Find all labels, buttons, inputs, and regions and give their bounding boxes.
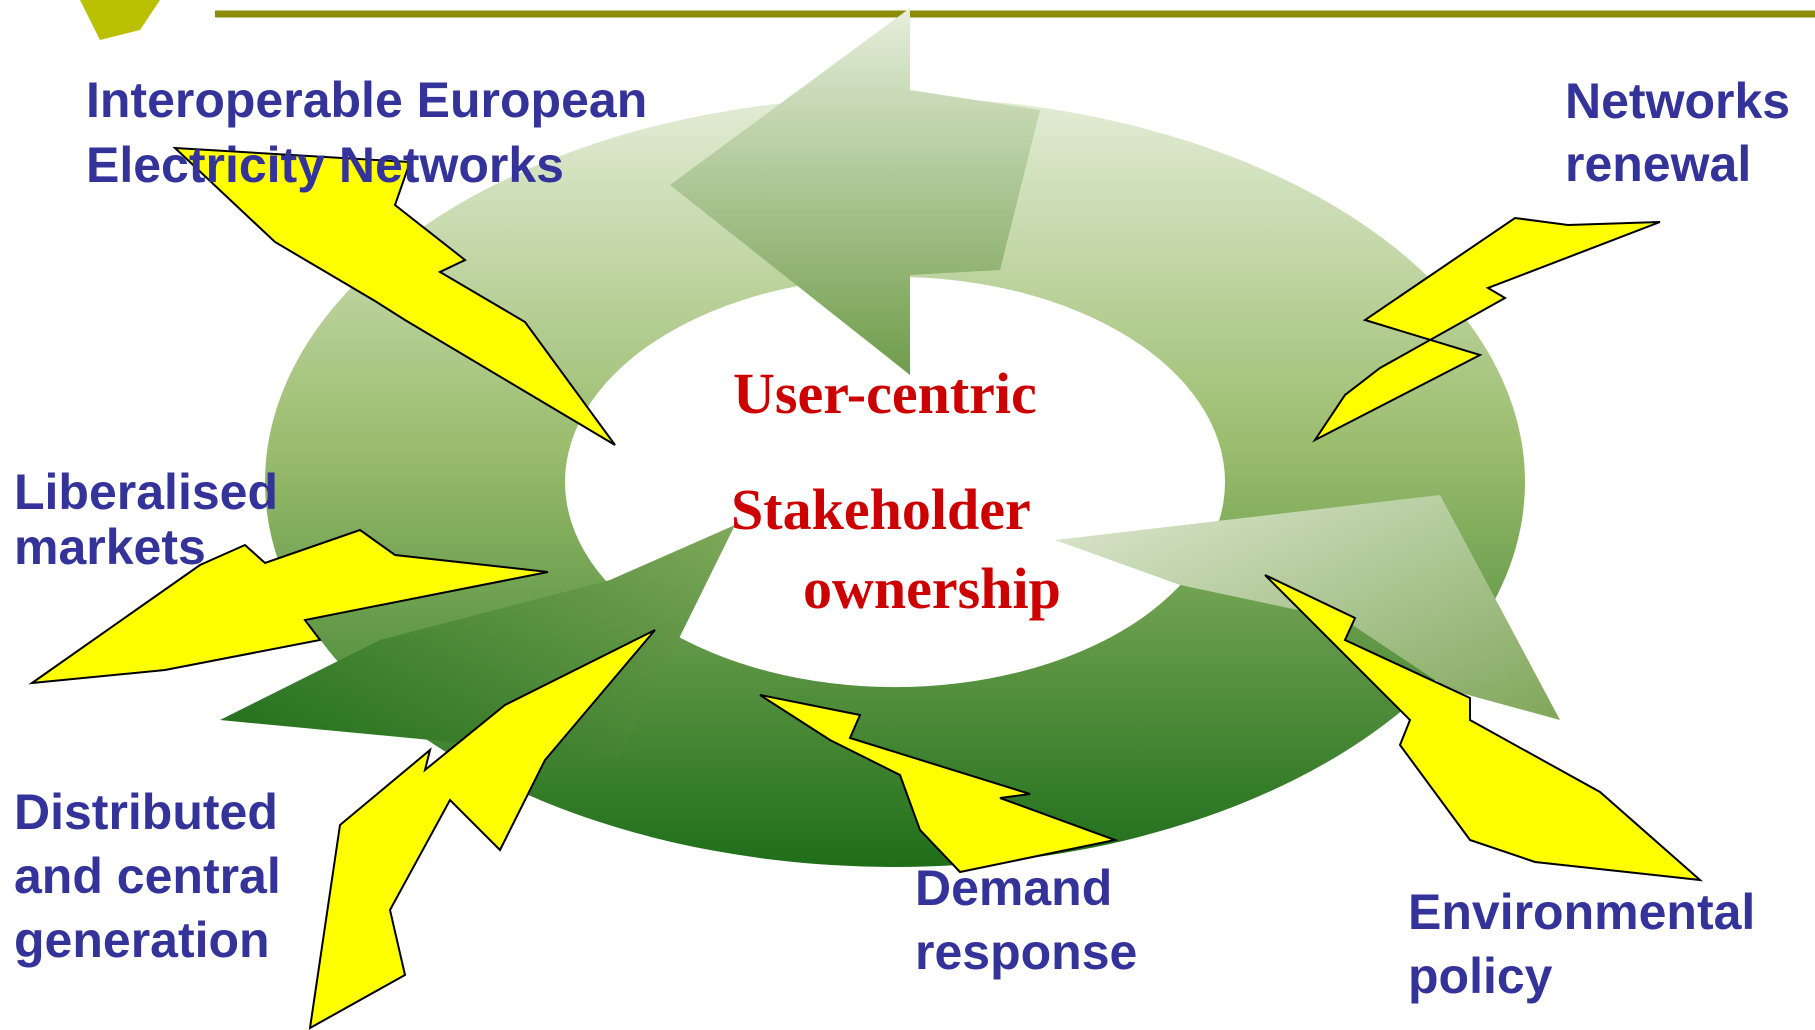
label-demand-response: Demand response — [915, 856, 1137, 984]
label-line: Electricity Networks — [86, 137, 564, 193]
center-title-ownership: ownership — [803, 556, 1061, 621]
label-line: Distributed — [14, 784, 278, 840]
lightning-bolt-icon — [1312, 216, 1661, 443]
label-line: Demand — [915, 860, 1113, 916]
lightning-bolt-icon — [759, 694, 1119, 874]
label-environmental-policy: Environmental policy — [1408, 880, 1755, 1008]
lightning-bolt-icon — [308, 629, 656, 1030]
label-line: markets — [14, 519, 206, 575]
label-liberalised-markets: Liberalised markets — [14, 465, 278, 575]
label-line: Networks — [1565, 73, 1791, 129]
arrow-head-top — [670, 8, 1040, 375]
label-line: response — [915, 924, 1138, 980]
label-interoperable-networks: Interoperable European Electricity Netwo… — [86, 68, 647, 198]
lightning-bolt-icon — [1264, 574, 1704, 882]
label-distributed-generation: Distributed and central generation — [14, 780, 281, 972]
center-title-stakeholder: Stakeholder — [731, 477, 1031, 542]
label-line: policy — [1408, 948, 1553, 1004]
arrow-head-left — [220, 525, 735, 758]
label-line: Interoperable European — [86, 72, 648, 128]
center-title-user-centric: User-centric — [733, 361, 1037, 426]
label-networks-renewal: Networks renewal — [1565, 70, 1790, 195]
label-line: renewal — [1565, 135, 1752, 192]
lightning-bolt-icon — [172, 146, 616, 446]
label-line: generation — [14, 912, 270, 968]
label-line: and central — [14, 848, 281, 904]
label-line: Environmental — [1408, 884, 1756, 940]
label-line: Liberalised — [14, 464, 278, 520]
corner-accent — [80, 0, 160, 40]
lightning-bolt-icon — [28, 528, 549, 685]
